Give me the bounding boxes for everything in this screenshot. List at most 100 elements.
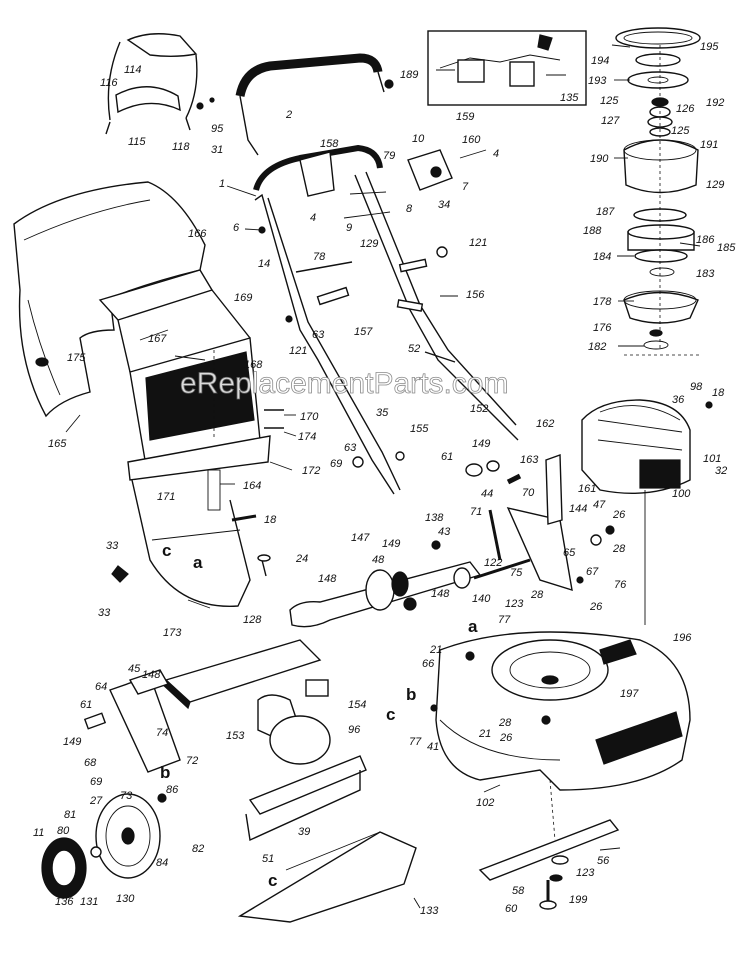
callout-121-right: 121 xyxy=(469,237,487,249)
callout-27: 27 xyxy=(89,795,103,807)
callout-148-upper: 148 xyxy=(318,573,337,585)
callout-7: 7 xyxy=(462,181,469,193)
callout-166: 166 xyxy=(188,228,207,240)
callout-26-engine: 26 xyxy=(612,509,626,521)
callout-96: 96 xyxy=(348,724,361,736)
callout-41: 41 xyxy=(427,741,439,753)
callout-129-engine: 129 xyxy=(706,179,724,191)
callout-122: 122 xyxy=(484,557,502,569)
callout-147: 147 xyxy=(351,532,370,544)
callout-156: 156 xyxy=(466,289,485,301)
callout-178: 178 xyxy=(593,296,612,308)
callout-168: 168 xyxy=(244,359,263,371)
callout-149-top: 149 xyxy=(472,438,490,450)
callout-149-mid: 149 xyxy=(382,538,400,550)
callout-81: 81 xyxy=(64,809,76,821)
callout-61-top: 61 xyxy=(441,451,453,463)
callout-36: 36 xyxy=(672,394,685,406)
rear-guards xyxy=(237,755,417,923)
callout-192: 192 xyxy=(706,97,724,109)
callout-34: 34 xyxy=(438,199,450,211)
callout-183: 183 xyxy=(696,268,715,280)
callout-6: 6 xyxy=(233,222,240,234)
callout-47: 47 xyxy=(593,499,606,511)
callout-175: 175 xyxy=(67,352,86,364)
callout-158: 158 xyxy=(320,138,339,150)
connection-key-c-chute: c xyxy=(162,541,171,560)
callout-182: 182 xyxy=(588,341,606,353)
mower-deck xyxy=(430,631,691,841)
callout-labels: 2 189 135 195 194 193 192 125 126 127 12… xyxy=(33,41,736,917)
callout-114: 114 xyxy=(124,64,142,76)
callout-173: 173 xyxy=(163,627,182,639)
callout-33-lower: 33 xyxy=(98,607,111,619)
callout-52: 52 xyxy=(408,343,420,355)
callout-18-chute: 18 xyxy=(264,514,277,526)
callout-159: 159 xyxy=(456,111,474,123)
callout-164: 164 xyxy=(243,480,261,492)
engine-parts-stack xyxy=(615,27,701,356)
callout-61-bottom: 61 xyxy=(80,699,92,711)
callout-1: 1 xyxy=(219,178,225,190)
handle-assembly xyxy=(235,53,519,495)
grass-catcher-frame xyxy=(105,33,215,135)
callout-69-bottom: 69 xyxy=(90,776,102,788)
callout-11: 11 xyxy=(33,827,44,839)
callout-28-deck: 28 xyxy=(498,717,512,729)
callout-31: 31 xyxy=(211,144,223,156)
callout-72: 72 xyxy=(186,755,198,767)
callout-4-left: 4 xyxy=(310,212,316,224)
callout-157: 157 xyxy=(354,326,373,338)
callout-154: 154 xyxy=(348,699,366,711)
callout-69-top: 69 xyxy=(330,458,342,470)
callout-75: 75 xyxy=(510,567,523,579)
callout-70: 70 xyxy=(522,487,535,499)
callout-35: 35 xyxy=(376,407,389,419)
callout-184: 184 xyxy=(593,251,611,263)
callout-4-right: 4 xyxy=(493,148,499,160)
callout-115: 115 xyxy=(128,136,146,148)
callout-148-lower: 148 xyxy=(142,669,161,681)
callout-98: 98 xyxy=(690,381,703,393)
callout-160: 160 xyxy=(462,134,481,146)
callout-152: 152 xyxy=(470,403,488,415)
drive-assembly xyxy=(158,454,615,765)
callout-82: 82 xyxy=(192,843,204,855)
callout-129-handle: 129 xyxy=(360,238,378,250)
callout-28-engine: 28 xyxy=(612,543,626,555)
callout-125-top: 125 xyxy=(600,95,619,107)
callout-191: 191 xyxy=(700,139,718,151)
callout-161: 161 xyxy=(578,483,596,495)
callout-123-drive: 123 xyxy=(505,598,524,610)
callout-169: 169 xyxy=(234,292,252,304)
callout-171: 171 xyxy=(157,491,175,503)
leader-lines xyxy=(65,44,701,909)
callout-172: 172 xyxy=(302,465,320,477)
callout-43: 43 xyxy=(438,526,451,538)
callout-79: 79 xyxy=(383,150,395,162)
callout-116: 116 xyxy=(100,77,118,89)
callout-163: 163 xyxy=(520,454,539,466)
catcher-frame-and-chute xyxy=(98,269,284,607)
callout-26-deck: 26 xyxy=(499,732,513,744)
connection-letter-keys: c a a b c b c xyxy=(160,541,478,890)
callout-153: 153 xyxy=(226,730,245,742)
callout-133: 133 xyxy=(420,905,439,917)
blade-and-bolt xyxy=(478,819,620,910)
callout-136: 136 xyxy=(55,896,74,908)
callout-32: 32 xyxy=(715,465,727,477)
callout-80: 80 xyxy=(57,825,70,837)
callout-58: 58 xyxy=(512,885,525,897)
callout-77-top: 77 xyxy=(498,614,511,626)
callout-126: 126 xyxy=(676,103,695,115)
callout-197: 197 xyxy=(620,688,639,700)
inset-detail-box xyxy=(427,30,587,106)
connection-key-c-deck: c xyxy=(386,705,395,724)
callout-63-bottom: 63 xyxy=(344,442,357,454)
connection-key-c-guard: c xyxy=(268,871,277,890)
callout-193: 193 xyxy=(588,75,607,87)
callout-148-mid: 148 xyxy=(431,588,450,600)
callout-131: 131 xyxy=(80,896,98,908)
callout-56: 56 xyxy=(597,855,610,867)
callout-165: 165 xyxy=(48,438,67,450)
